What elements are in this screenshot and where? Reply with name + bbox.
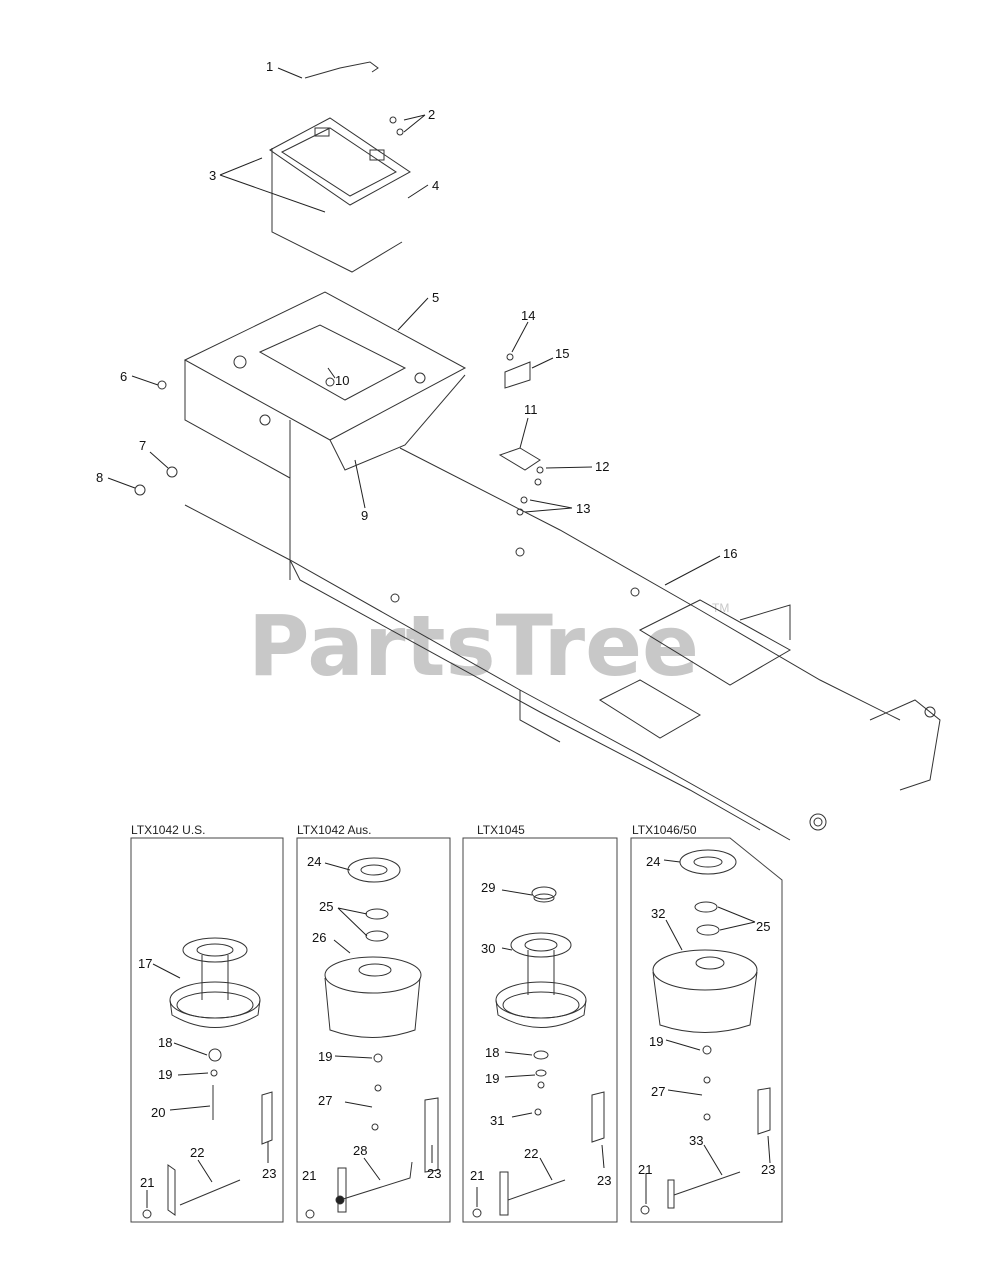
panel-title: LTX1042 Aus. [297, 823, 372, 837]
callout-31: 31 [490, 1113, 504, 1128]
callout-16: 16 [723, 546, 737, 561]
callout-18: 18 [158, 1035, 172, 1050]
panel-ltx1045: LTX1045 [462, 823, 618, 1223]
callout-24: 24 [307, 854, 321, 869]
callout-15: 15 [555, 346, 569, 361]
callout-25: 25 [319, 899, 333, 914]
watermark: PartsTree [248, 597, 699, 695]
callout-29: 29 [481, 880, 495, 895]
panel-ltx1042-aus: LTX1042 Aus. [296, 823, 451, 1223]
callout-23b: 23 [427, 1166, 441, 1181]
callout-24d: 24 [646, 854, 660, 869]
callout-5: 5 [432, 290, 439, 305]
callout-19b: 19 [318, 1049, 332, 1064]
watermark-trademark: TM [712, 601, 729, 615]
callout-21: 21 [140, 1175, 154, 1190]
callout-14: 14 [521, 308, 535, 323]
callout-21c: 21 [470, 1168, 484, 1183]
callout-12: 12 [595, 459, 609, 474]
callout-18c: 18 [485, 1045, 499, 1060]
callout-9: 9 [361, 508, 368, 523]
panel-title: LTX1046/50 [632, 823, 697, 837]
callout-27: 27 [318, 1093, 332, 1108]
callout-8: 8 [96, 470, 103, 485]
callout-6: 6 [120, 369, 127, 384]
callout-22c: 22 [524, 1146, 538, 1161]
callout-23: 23 [262, 1166, 276, 1181]
callout-33: 33 [689, 1133, 703, 1148]
callout-19: 19 [158, 1067, 172, 1082]
callout-23c: 23 [597, 1173, 611, 1188]
callout-13: 13 [576, 501, 590, 516]
callout-19c: 19 [485, 1071, 499, 1086]
callout-7: 7 [139, 438, 146, 453]
callout-22: 22 [190, 1145, 204, 1160]
panel-title: LTX1045 [477, 823, 525, 837]
callout-23d: 23 [761, 1162, 775, 1177]
callout-17: 17 [138, 956, 152, 971]
callout-19d: 19 [649, 1034, 663, 1049]
callout-3: 3 [209, 168, 216, 183]
callout-1: 1 [266, 59, 273, 74]
callout-30: 30 [481, 941, 495, 956]
callout-4: 4 [432, 178, 439, 193]
callout-20: 20 [151, 1105, 165, 1120]
callout-21b: 21 [302, 1168, 316, 1183]
callout-10: 10 [335, 373, 349, 388]
callout-25d: 25 [756, 919, 770, 934]
callout-27d: 27 [651, 1084, 665, 1099]
callout-21d: 21 [638, 1162, 652, 1177]
panel-ltx1046-50: LTX1046/50 [630, 823, 783, 1223]
callout-2: 2 [428, 107, 435, 122]
callout-26: 26 [312, 930, 326, 945]
callout-11: 11 [524, 402, 538, 417]
panel-ltx1042-us: LTX1042 U.S. [130, 823, 284, 1223]
callout-32: 32 [651, 906, 665, 921]
frame-assembly-drawing [107, 61, 941, 841]
panel-title: LTX1042 U.S. [131, 823, 205, 837]
callout-28: 28 [353, 1143, 367, 1158]
